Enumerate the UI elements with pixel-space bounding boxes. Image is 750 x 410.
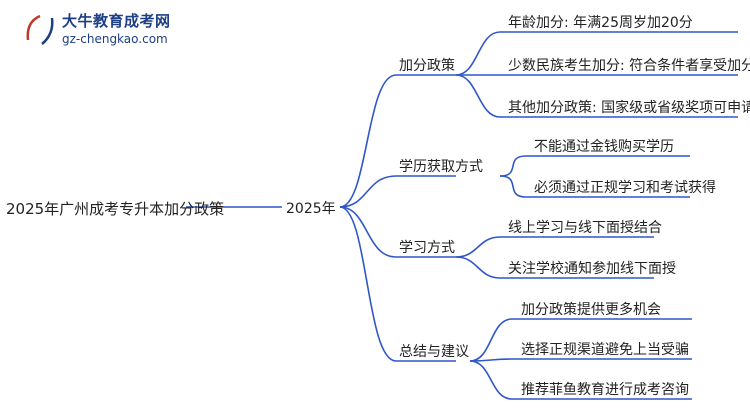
- leaf-blended-learning: 线上学习与线下面授结合: [508, 220, 662, 236]
- connector-center-degree: [339, 175, 456, 208]
- connector-summary-leaf-2: [469, 358, 692, 362]
- connector-mode-leaf-2: [455, 256, 654, 279]
- connector-center-policy: [339, 74, 456, 208]
- branch-study-mode: 学习方式: [399, 240, 455, 256]
- leaf-more-chances: 加分政策提供更多机会: [521, 302, 661, 318]
- leaf-other-bonus: 其他加分政策: 国家级或省级奖项可申请加分: [508, 100, 750, 116]
- root-topic: 2025年广州成考专升本加分政策: [6, 200, 225, 218]
- logo-mark-icon: [26, 14, 54, 45]
- connector-summary-leaf-3: [469, 360, 692, 400]
- leaf-avoid-scams: 选择正规渠道避免上当受骗: [521, 342, 689, 358]
- connector-policy-leaf-1: [455, 31, 738, 76]
- connector-center-mode: [339, 206, 456, 258]
- connector-mode-leaf-1: [455, 236, 654, 258]
- center-topic: 2025年: [286, 201, 336, 217]
- leaf-no-buy-degree: 不能通过金钱购买学历: [534, 139, 674, 155]
- connector-degree-leaf-1: [499, 155, 690, 177]
- logo-site-url: gz-chengkao.com: [62, 32, 168, 46]
- leaf-school-notice: 关注学校通知参加线下面授: [508, 261, 676, 277]
- branch-policy: 加分政策: [399, 58, 455, 74]
- connector-policy-leaf-3: [455, 74, 738, 118]
- leaf-minority-bonus: 少数民族考生加分: 符合条件者享受加分: [508, 58, 750, 74]
- branch-degree-acquisition: 学历获取方式: [399, 159, 483, 175]
- branch-summary: 总结与建议: [399, 344, 469, 360]
- logo-site-name: 大牛教育成考网: [62, 12, 171, 30]
- leaf-age-bonus: 年龄加分: 年满25周岁加20分: [508, 15, 693, 31]
- connector-summary-leaf-1: [469, 318, 692, 362]
- leaf-formal-study: 必须通过正规学习和考试获得: [534, 180, 716, 196]
- connector-center-summary: [339, 206, 456, 362]
- connector-degree-leaf-2: [499, 175, 690, 198]
- site-logo[interactable]: 大牛教育成考网 gz-chengkao.com: [22, 6, 222, 56]
- leaf-consultation: 推荐菲鱼教育进行成考咨询: [521, 382, 689, 398]
